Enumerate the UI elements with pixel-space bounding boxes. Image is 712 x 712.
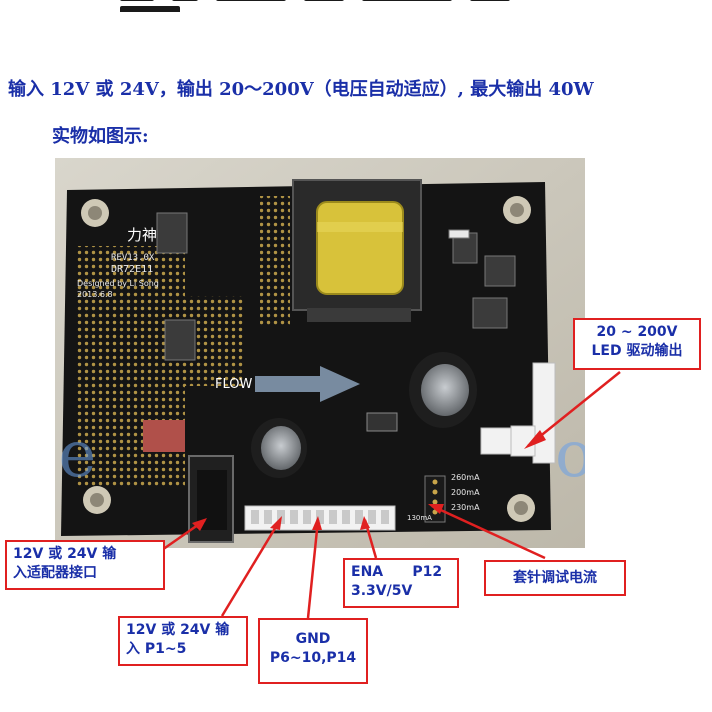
callout-adapter: 12V 或 24V 输 入适配器接口 [5, 540, 165, 590]
current-label-1: 260mA [451, 473, 480, 482]
watermark-left: De [55, 418, 96, 492]
input-header-connector [244, 505, 396, 531]
rev-silkscreen: REV13.0X [111, 253, 155, 263]
current-label-2: 200mA [451, 488, 480, 497]
copper-pad [143, 420, 185, 452]
callout-jumper: 套针调试电流 [484, 560, 626, 596]
callout-input-pins-line2: 入 P1~5 [126, 641, 187, 657]
callout-input-pins: 12V 或 24V 输 入 P1~5 [118, 616, 248, 666]
ic-chip [366, 412, 398, 432]
current-label-4: 130mA [407, 514, 432, 522]
capacitor-small [251, 418, 307, 478]
photo-caption: 实物如图示: [52, 126, 149, 147]
smd-components [156, 212, 516, 361]
date-silkscreen: 2013.6.8 [77, 290, 113, 299]
current-label-3: 230mA [451, 503, 480, 512]
callout-ena-line2: 3.3V/5V [351, 583, 413, 599]
brand-silkscreen: 力神 [127, 226, 157, 244]
callout-jumper-line1: 套针调试电流 [513, 570, 597, 586]
callout-input-pins-line1: 12V 或 24V 输 [126, 622, 230, 638]
callout-adapter-line1: 12V 或 24V 输 [13, 546, 117, 562]
callout-gnd: GND P6~10,P14 [258, 618, 368, 684]
model-silkscreen: DR72E11 [111, 264, 153, 275]
callout-adapter-line2: 入适配器接口 [13, 565, 97, 581]
spec-subtitle: 输入 12V 或 24V，输出 20～200V（电压自动适应）, 最大输出 40… [8, 79, 594, 100]
watermark-right: ong [555, 418, 585, 492]
callout-led-output-line2: LED 驱动输出 [591, 343, 683, 359]
designer-silkscreen: Designed by Li Song [77, 279, 159, 288]
callout-led-output-line1: 20 ~ 200V [596, 324, 678, 340]
callout-led-output: 20 ~ 200V LED 驱动输出 [573, 318, 701, 370]
cropped-title-fragment [120, 0, 600, 12]
capacitor-large [409, 352, 477, 428]
pcb-photo: FLOW 力神 REV13.0X DR72E11 Designed by Li … [55, 158, 585, 548]
callout-gnd-line1: GND [295, 631, 331, 647]
transformer [292, 179, 422, 322]
callout-ena-line1: ENA P12 [351, 564, 443, 580]
flow-label: FLOW [215, 377, 252, 392]
power-jack [188, 455, 234, 543]
flow-arrow [255, 366, 360, 402]
callout-gnd-line2: P6~10,P14 [269, 650, 357, 666]
perf-grid-top [260, 196, 290, 326]
callout-ena: ENA P12 3.3V/5V [343, 558, 459, 608]
